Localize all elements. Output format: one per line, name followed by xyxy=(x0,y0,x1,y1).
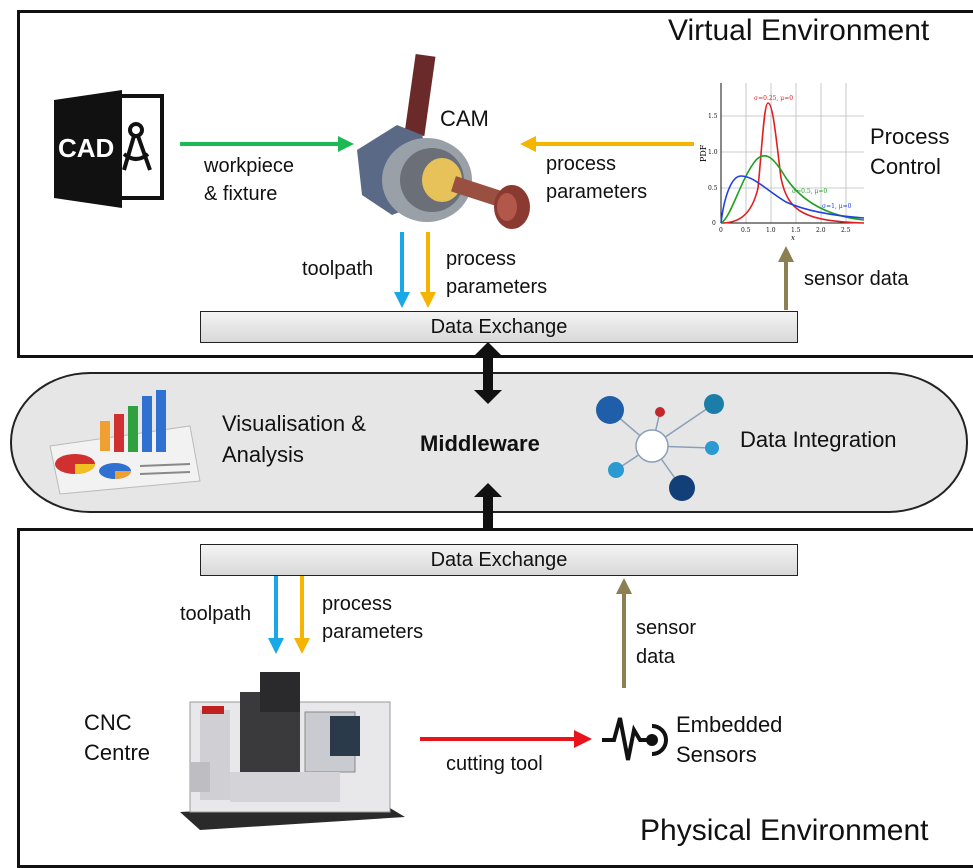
pdf-xtick: 0 xyxy=(719,227,723,234)
process-label-1: process xyxy=(546,153,617,175)
cutting-tool-arrow xyxy=(420,730,592,748)
cam-part-image xyxy=(357,53,530,229)
middleware-title: Middleware xyxy=(420,431,540,456)
pdf-ytick: 1.0 xyxy=(708,149,718,156)
data-integration-label: Data Integration xyxy=(740,427,897,452)
toolpath-arrow-top xyxy=(394,232,410,308)
cad-file-icon: CAD xyxy=(54,90,164,208)
process-label-2: parameters xyxy=(546,181,648,203)
series-label-red: σ=0.25, μ=0 xyxy=(754,95,793,102)
series-label-green: σ=0.5, μ=0 xyxy=(792,188,827,195)
pdf-ytick: 1.5 xyxy=(708,113,718,120)
process-params-label-top-2: parameters xyxy=(446,276,548,298)
cad-text: CAD xyxy=(58,133,114,163)
pdf-xtick: 0.5 xyxy=(741,227,751,234)
double-arrow-lower xyxy=(474,483,502,545)
pdf-xlabel: x xyxy=(791,234,795,242)
pdf-chart: σ=0.25, μ=0 σ=0.5, μ=0 σ=1, μ=0 PDF x 0 … xyxy=(699,83,865,242)
sensor-data-label-bottom-1: sensor xyxy=(636,617,697,639)
visualisation-label-1: Visualisation & xyxy=(222,411,366,436)
process-params-label-bottom-2: parameters xyxy=(322,621,424,643)
workpiece-label-1: workpiece xyxy=(204,155,295,177)
process-params-label-top-1: process xyxy=(446,248,517,270)
process-params-label-bottom-1: process xyxy=(322,593,393,615)
data-exchange-bar-bottom: Data Exchange xyxy=(200,544,798,576)
process-parameters-arrow-bottom xyxy=(294,576,310,654)
pdf-xtick: 1.0 xyxy=(766,227,776,234)
data-exchange-bar-top: Data Exchange xyxy=(200,311,798,343)
cam-label: CAM xyxy=(440,106,489,131)
virtual-environment-panel xyxy=(17,10,973,358)
toolpath-arrow-bottom xyxy=(268,576,284,654)
pdf-xtick: 2.5 xyxy=(841,227,851,234)
pdf-xtick: 2.0 xyxy=(816,227,826,234)
toolpath-label-top: toolpath xyxy=(302,258,374,280)
toolpath-label-bottom: toolpath xyxy=(180,603,252,625)
visualisation-charts-image xyxy=(49,390,201,495)
process-parameters-arrow-down-top xyxy=(420,232,436,308)
cutting-tool-label: cutting tool xyxy=(446,753,543,775)
pdf-xtick: 1.5 xyxy=(791,227,801,234)
cnc-machine-image xyxy=(180,672,405,830)
embedded-sensor-icon xyxy=(602,717,668,761)
virtual-environment-title: Virtual Environment xyxy=(668,14,930,47)
process-parameters-arrow-top xyxy=(520,136,694,152)
sensor-data-arrow-bottom xyxy=(616,578,632,688)
physical-environment-panel xyxy=(17,528,973,868)
visualisation-label-2: Analysis xyxy=(222,442,304,467)
embedded-label-2: Sensors xyxy=(676,742,757,767)
pdf-ytick: 0.5 xyxy=(708,185,718,192)
embedded-label-1: Embedded xyxy=(676,712,783,737)
workpiece-label-2: & fixture xyxy=(204,183,278,205)
series-label-blue: σ=1, μ=0 xyxy=(822,203,852,210)
process-control-label-2: Control xyxy=(870,154,941,179)
cnc-label-2: Centre xyxy=(84,740,151,765)
physical-environment-title: Physical Environment xyxy=(640,814,929,847)
workpiece-arrow xyxy=(180,136,354,152)
process-control-label-1: Process xyxy=(870,124,950,149)
sensor-data-label-top: sensor data xyxy=(804,268,909,290)
pdf-ylabel: PDF xyxy=(699,144,708,162)
double-arrow-upper xyxy=(474,342,502,404)
sensor-data-label-bottom-2: data xyxy=(636,646,675,668)
cnc-label-1: CNC xyxy=(84,710,132,735)
data-integration-network-icon xyxy=(596,394,724,501)
pdf-ytick: 0 xyxy=(712,220,716,227)
sensor-data-arrow-top xyxy=(778,246,794,310)
